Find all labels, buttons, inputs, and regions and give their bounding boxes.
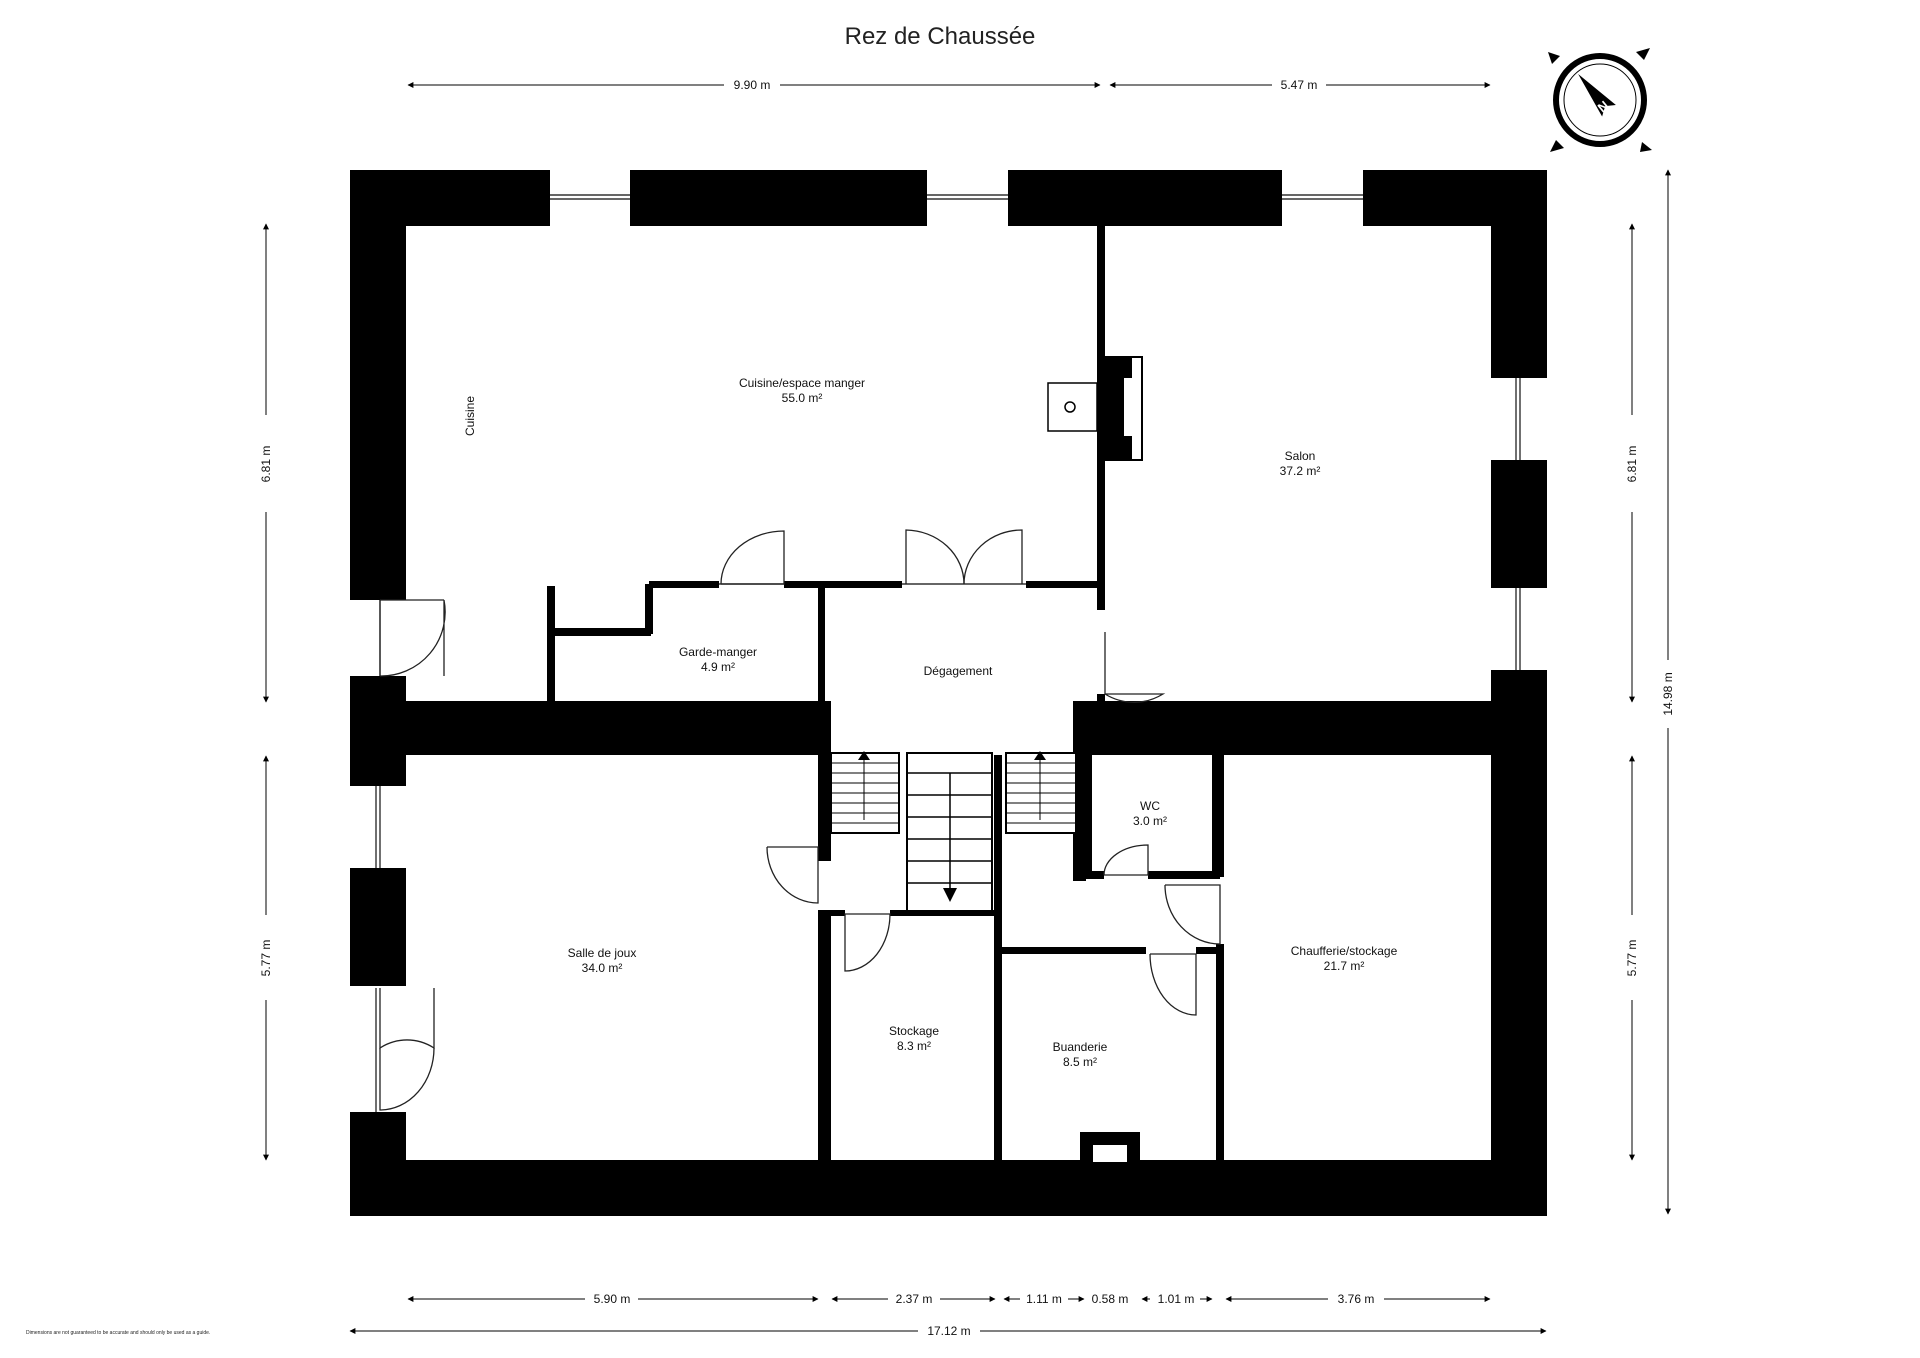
dimension-lines: 9.90 m 5.47 m 6.81 m 5.77 m 6.81 m 5.77 … [259, 78, 1675, 1338]
windows [375, 194, 1521, 868]
stockage-name: Stockage [889, 1024, 939, 1038]
salon-name: Salon [1285, 449, 1316, 463]
dim-right-total: 14.98 m [1661, 672, 1675, 715]
cuisine-label: Cuisine [463, 396, 477, 436]
disclaimer: Dimensions are not guaranteed to be accu… [26, 1330, 210, 1336]
dim-bottom-2: 2.37 m [896, 1292, 933, 1306]
salon-area: 37.2 m² [1280, 464, 1321, 478]
kitchen-dining-area: 55.0 m² [782, 391, 823, 405]
outer-walls [350, 170, 1547, 1216]
dim-top-right: 5.47 m [1281, 78, 1318, 92]
dim-bottom-4: 0.58 m [1092, 1292, 1129, 1306]
wc-name: WC [1140, 799, 1160, 813]
dim-bottom-1: 5.90 m [594, 1292, 631, 1306]
dim-bottom-6: 3.76 m [1338, 1292, 1375, 1306]
salle-de-joux-name: Salle de joux [568, 946, 637, 960]
doors [375, 529, 1221, 1112]
dim-bottom-total: 17.12 m [927, 1324, 970, 1338]
dim-top-left: 9.90 m [734, 78, 771, 92]
buanderie-area: 8.5 m² [1063, 1055, 1097, 1069]
dim-left-lower: 5.77 m [259, 940, 273, 977]
garde-manger-area: 4.9 m² [701, 660, 735, 674]
dim-bottom-3: 1.11 m [1026, 1292, 1062, 1306]
dim-bottom-5: 1.01 m [1158, 1292, 1195, 1306]
dim-right-upper: 6.81 m [1625, 446, 1639, 483]
wc-area: 3.0 m² [1133, 814, 1167, 828]
buanderie-name: Buanderie [1053, 1040, 1108, 1054]
room-labels: Cuisine Cuisine/espace manger 55.0 m² Sa… [463, 376, 1398, 1069]
degagement-name: Dégagement [924, 664, 993, 678]
chaufferie-name: Chaufferie/stockage [1291, 944, 1398, 958]
compass-icon: N [1548, 48, 1652, 152]
stairs [830, 751, 1077, 912]
dim-left-upper: 6.81 m [259, 446, 273, 483]
kitchen-dining-name: Cuisine/espace manger [739, 376, 865, 390]
dim-right-lower: 5.77 m [1625, 940, 1639, 977]
plan-title: Rez de Chaussée [845, 23, 1036, 50]
salle-de-joux-area: 34.0 m² [582, 961, 623, 975]
interior-walls [406, 224, 1491, 1162]
stockage-area: 8.3 m² [897, 1039, 931, 1053]
chaufferie-area: 21.7 m² [1324, 959, 1365, 973]
garde-manger-name: Garde-manger [679, 645, 757, 659]
